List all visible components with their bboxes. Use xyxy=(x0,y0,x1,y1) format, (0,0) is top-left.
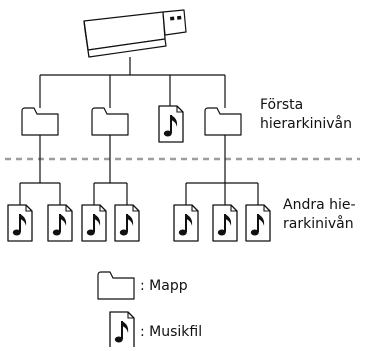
music-file-icon xyxy=(7,204,33,242)
second-level-label-line1: Andra hie- xyxy=(283,197,356,213)
legend-folder-label: : Mapp xyxy=(140,278,188,294)
second-level-label-line2: rarkinivån xyxy=(283,216,354,232)
music-file-icon xyxy=(114,204,140,242)
first-level-label-line1: Första xyxy=(260,97,304,113)
music-file-icon xyxy=(47,204,73,242)
legend-music-file-icon xyxy=(109,311,135,347)
tree-lines-top xyxy=(39,57,226,108)
folder-icon xyxy=(91,107,129,136)
tree-lines-bottom xyxy=(19,135,259,205)
music-file-icon xyxy=(245,204,271,242)
first-level-label-line2: hierarkinivån xyxy=(260,116,352,132)
legend-music-label: : Musikfil xyxy=(140,324,203,340)
music-file-icon xyxy=(212,204,238,242)
folder-icon xyxy=(204,107,242,136)
music-file-icon xyxy=(158,105,184,143)
music-file-icon xyxy=(81,204,107,242)
legend-folder-icon xyxy=(97,271,135,300)
folder-icon xyxy=(21,107,59,136)
music-file-icon xyxy=(173,204,199,242)
usb-drive-icon xyxy=(83,9,187,58)
